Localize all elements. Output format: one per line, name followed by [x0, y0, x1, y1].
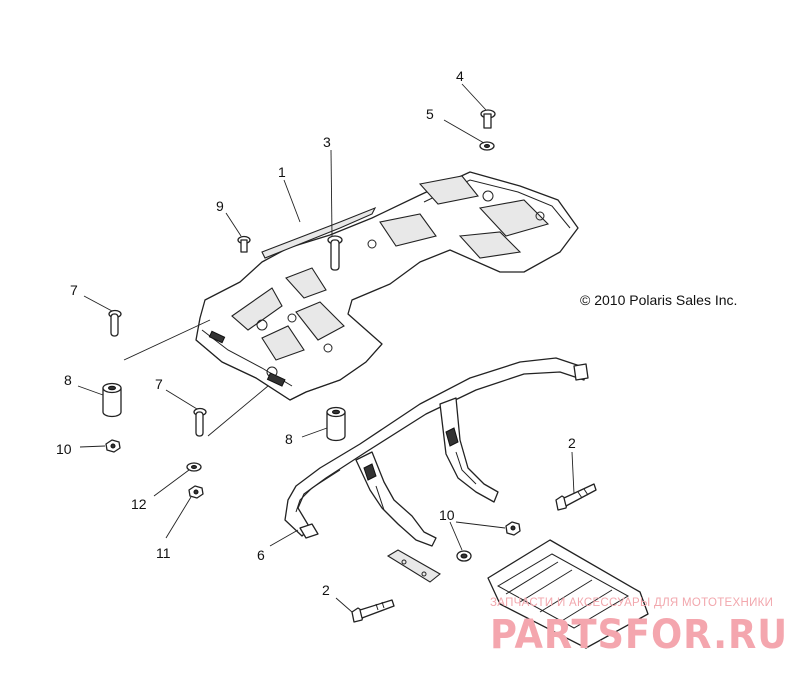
mounting-plate	[386, 549, 441, 583]
watermark: ЗАПЧАСТИ И АКСЕССУАРЫ ДЛЯ МОТОТЕХНИКИ PA…	[490, 597, 788, 658]
leader-lines	[77, 83, 575, 613]
callout-labels: 1 2 2 3 4 5 6 7 7 8 8 9 10 10 11 12	[56, 68, 576, 598]
nut-11	[188, 485, 204, 499]
callout-11: 11	[156, 545, 171, 561]
bolt-2-upper	[555, 483, 597, 511]
spacer-8-left	[102, 382, 122, 418]
nut-10-left	[105, 439, 121, 453]
washer-12	[186, 462, 202, 472]
washer-10-right	[456, 550, 472, 562]
bolt-9	[237, 235, 251, 253]
callout-8-left: 8	[64, 372, 72, 388]
bolt-4	[480, 109, 496, 129]
callout-2-upper: 2	[568, 435, 576, 451]
callout-6: 6	[257, 547, 265, 563]
nut-10-right	[505, 521, 521, 536]
watermark-tagline: ЗАПЧАСТИ И АКСЕССУАРЫ ДЛЯ МОТОТЕХНИКИ	[490, 597, 773, 609]
bolt-2-lower	[351, 599, 395, 623]
washer-5	[479, 141, 495, 151]
storage-tray	[487, 539, 649, 649]
callout-2-lower: 2	[322, 582, 330, 598]
rear-rack	[195, 171, 579, 401]
callout-7-upper: 7	[70, 282, 78, 298]
copyright-text: © 2010 Polaris Sales Inc.	[580, 292, 737, 308]
spacer-8-right	[326, 406, 346, 442]
callout-12: 12	[131, 496, 147, 512]
watermark-brand: PARTSFOR.RU	[490, 612, 788, 658]
callout-5: 5	[426, 106, 434, 122]
rack-frame	[284, 357, 589, 547]
bolt-7-upper	[108, 309, 122, 337]
bolt-7-lower	[193, 407, 207, 437]
callout-1: 1	[278, 164, 286, 180]
callout-10-right: 10	[439, 507, 455, 523]
callout-4: 4	[456, 68, 464, 84]
callout-3: 3	[323, 134, 331, 150]
callout-10-left: 10	[56, 441, 72, 457]
callout-9: 9	[216, 198, 224, 214]
callout-8-right: 8	[285, 431, 293, 447]
callout-7-lower: 7	[155, 376, 163, 392]
bolt-3	[327, 235, 343, 271]
